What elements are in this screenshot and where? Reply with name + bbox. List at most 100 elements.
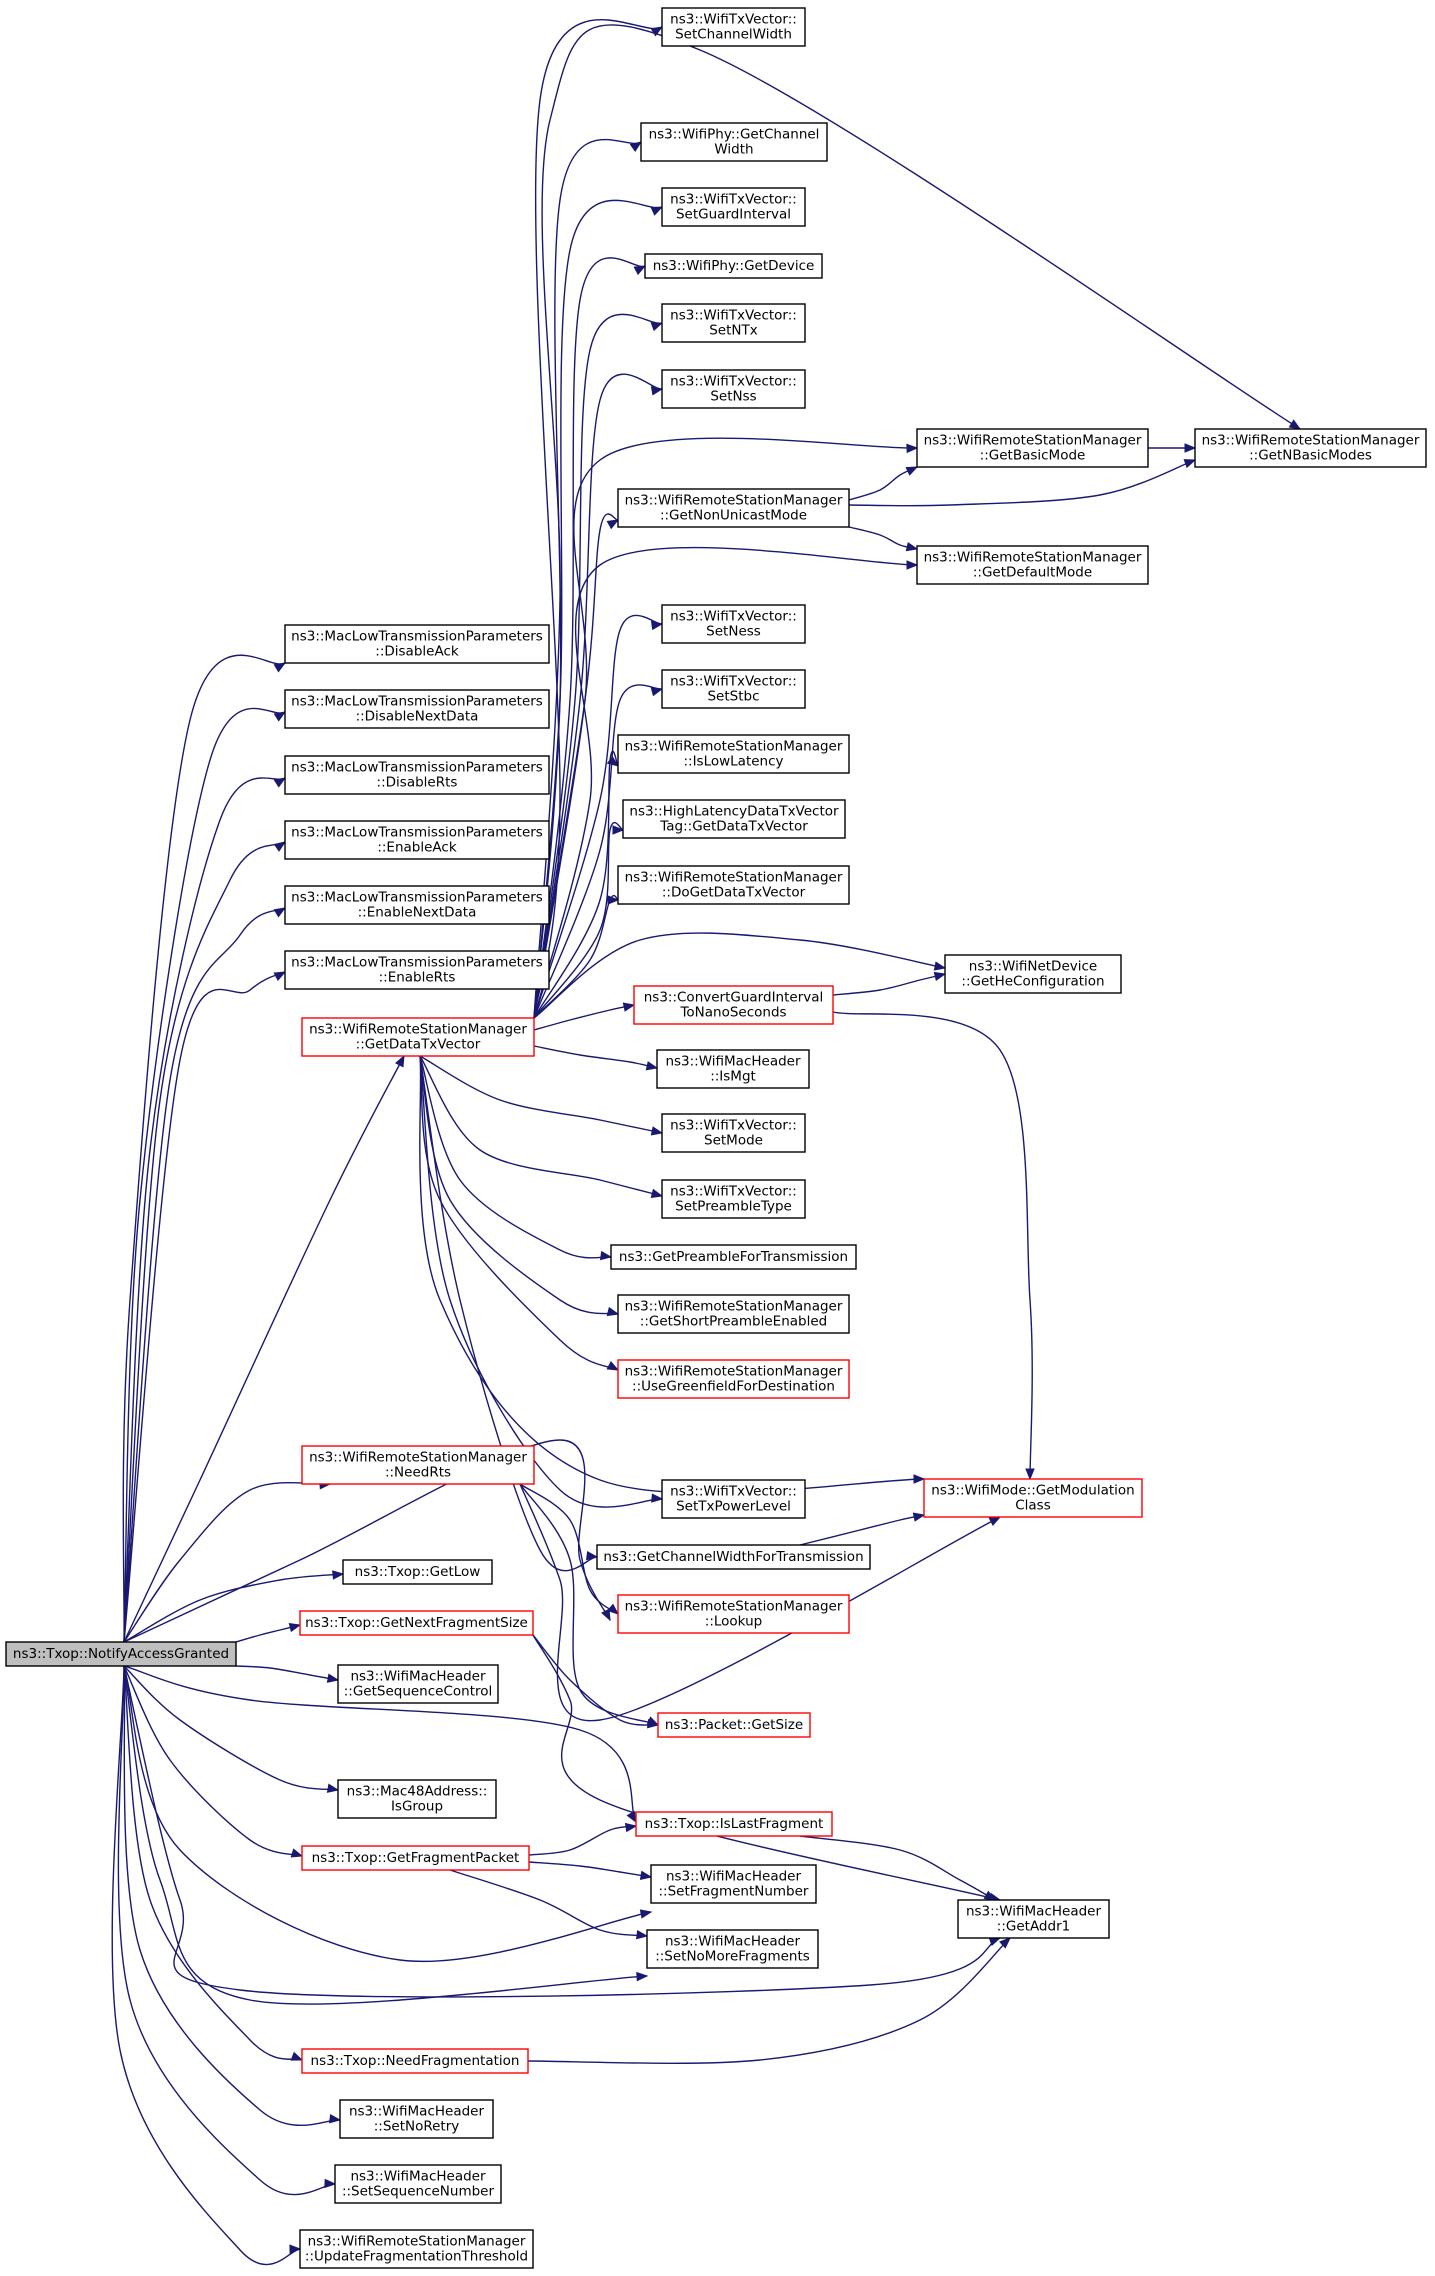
node-setchannelwidth[interactable]: ns3::WifiTxVector::SetChannelWidth <box>661 7 806 47</box>
node-box[interactable] <box>661 187 806 227</box>
node-box[interactable] <box>284 755 550 795</box>
node-setnoretry[interactable]: ns3::WifiMacHeader::SetNoRetry <box>339 2099 494 2139</box>
node-box[interactable] <box>301 1445 535 1485</box>
node-isgroup[interactable]: ns3::Mac48Address::IsGroup <box>337 1779 497 1819</box>
node-dogetdatatxvector[interactable]: ns3::WifiRemoteStationManager::DoGetData… <box>617 865 850 905</box>
node-box[interactable] <box>617 1359 850 1399</box>
node-setntx[interactable]: ns3::WifiTxVector::SetNTx <box>661 303 806 343</box>
node-box[interactable] <box>617 1594 850 1634</box>
node-box[interactable] <box>1194 428 1427 468</box>
node-box[interactable] <box>299 1610 534 1636</box>
node-box[interactable] <box>661 1479 806 1519</box>
node-box[interactable] <box>661 303 806 343</box>
node-box[interactable] <box>284 820 550 860</box>
node-box[interactable] <box>334 2164 502 2204</box>
node-box[interactable] <box>661 1113 806 1153</box>
node-enablerts[interactable]: ns3::MacLowTransmissionParameters::Enabl… <box>284 950 550 990</box>
node-box[interactable] <box>661 1179 806 1219</box>
node-box[interactable] <box>610 1244 857 1270</box>
node-getchannelwidth[interactable]: ns3::WifiPhy::GetChannelWidth <box>640 122 828 162</box>
node-setfragnum[interactable]: ns3::WifiMacHeader::SetFragmentNumber <box>650 1864 817 1904</box>
node-box[interactable] <box>646 1929 819 1969</box>
node-box[interactable] <box>284 885 550 925</box>
node-box[interactable] <box>301 1845 530 1871</box>
node-box[interactable] <box>617 1294 850 1334</box>
node-getnextfragsize[interactable]: ns3::Txop::GetNextFragmentSize <box>299 1610 534 1636</box>
node-box[interactable] <box>617 865 850 905</box>
node-disablerts[interactable]: ns3::MacLowTransmissionParameters::Disab… <box>284 755 550 795</box>
node-getfragpacket[interactable]: ns3::Txop::GetFragmentPacket <box>301 1845 530 1871</box>
node-box[interactable] <box>301 1017 535 1057</box>
node-box[interactable] <box>301 2048 529 2074</box>
node-box[interactable] <box>944 954 1122 994</box>
node-box[interactable] <box>657 1712 811 1738</box>
node-getdatatxvector[interactable]: ns3::WifiRemoteStationManager::GetDataTx… <box>301 1017 535 1057</box>
node-setpreambletype[interactable]: ns3::WifiTxVector::SetPreambleType <box>661 1179 806 1219</box>
node-usegreenfield[interactable]: ns3::WifiRemoteStationManager::UseGreenf… <box>617 1359 850 1399</box>
node-updatefragthr[interactable]: ns3::WifiRemoteStationManager::UpdateFra… <box>299 2229 534 2269</box>
node-enableack[interactable]: ns3::MacLowTransmissionParameters::Enabl… <box>284 820 550 860</box>
node-setness[interactable]: ns3::WifiTxVector::SetNess <box>661 604 806 644</box>
node-settxpowerlevel[interactable]: ns3::WifiTxVector::SetTxPowerLevel <box>661 1479 806 1519</box>
node-box[interactable] <box>617 734 850 774</box>
node-needfrag[interactable]: ns3::Txop::NeedFragmentation <box>301 2048 529 2074</box>
node-getchwidthfortx[interactable]: ns3::GetChannelWidthForTransmission <box>596 1544 871 1570</box>
node-box[interactable] <box>957 1899 1110 1939</box>
node-ismgt[interactable]: ns3::WifiMacHeader::IsMgt <box>656 1049 810 1089</box>
node-islowlatency[interactable]: ns3::WifiRemoteStationManager::IsLowLate… <box>617 734 850 774</box>
node-needrts[interactable]: ns3::WifiRemoteStationManager::NeedRts <box>301 1445 535 1485</box>
node-getnbasicmodes[interactable]: ns3::WifiRemoteStationManager::GetNBasic… <box>1194 428 1427 468</box>
node-setseqnum[interactable]: ns3::WifiMacHeader::SetSequenceNumber <box>334 2164 502 2204</box>
node-box[interactable] <box>299 2229 534 2269</box>
node-box[interactable] <box>916 545 1149 585</box>
node-setnss[interactable]: ns3::WifiTxVector::SetNss <box>661 369 806 409</box>
node-box[interactable] <box>284 689 550 729</box>
node-box[interactable] <box>661 604 806 644</box>
node-getpreamblefortx[interactable]: ns3::GetPreambleForTransmission <box>610 1244 857 1270</box>
node-box[interactable] <box>656 1049 810 1089</box>
node-box[interactable] <box>661 7 806 47</box>
node-highlatency[interactable]: ns3::HighLatencyDataTxVectorTag::GetData… <box>622 799 846 839</box>
node-box[interactable] <box>342 1559 493 1585</box>
node-islastfragment[interactable]: ns3::Txop::IsLastFragment <box>635 1811 833 1837</box>
node-box[interactable] <box>923 1478 1143 1518</box>
node-box[interactable] <box>661 369 806 409</box>
node-getlow[interactable]: ns3::Txop::GetLow <box>342 1559 493 1585</box>
node-box[interactable] <box>644 253 823 279</box>
node-getdevice[interactable]: ns3::WifiPhy::GetDevice <box>644 253 823 279</box>
node-disableack[interactable]: ns3::MacLowTransmissionParameters::Disab… <box>284 624 550 664</box>
node-setguardinterval[interactable]: ns3::WifiTxVector::SetGuardInterval <box>661 187 806 227</box>
node-box[interactable] <box>661 669 806 709</box>
node-setstbc[interactable]: ns3::WifiTxVector::SetStbc <box>661 669 806 709</box>
node-getseqcontrol[interactable]: ns3::WifiMacHeader::GetSequenceControl <box>337 1664 499 1704</box>
node-box[interactable] <box>633 985 834 1025</box>
node-box[interactable] <box>5 1641 237 1667</box>
node-box[interactable] <box>622 799 846 839</box>
node-root[interactable]: ns3::Txop::NotifyAccessGranted <box>5 1641 237 1667</box>
node-disablenextdata[interactable]: ns3::MacLowTransmissionParameters::Disab… <box>284 689 550 729</box>
node-getsize[interactable]: ns3::Packet::GetSize <box>657 1712 811 1738</box>
node-getdefaultmode[interactable]: ns3::WifiRemoteStationManager::GetDefaul… <box>916 545 1149 585</box>
node-box[interactable] <box>284 950 550 990</box>
node-getnonunicastmode[interactable]: ns3::WifiRemoteStationManager::GetNonUni… <box>617 488 850 528</box>
node-getbasicmode[interactable]: ns3::WifiRemoteStationManager::GetBasicM… <box>916 428 1149 468</box>
node-box[interactable] <box>337 1664 499 1704</box>
node-box[interactable] <box>337 1779 497 1819</box>
node-gethecfg[interactable]: ns3::WifiNetDevice::GetHeConfiguration <box>944 954 1122 994</box>
node-box[interactable] <box>635 1811 833 1837</box>
node-getaddr1[interactable]: ns3::WifiMacHeader::GetAddr1 <box>957 1899 1110 1939</box>
node-setnomorefrags[interactable]: ns3::WifiMacHeader::SetNoMoreFragments <box>646 1929 819 1969</box>
node-box[interactable] <box>617 488 850 528</box>
node-box[interactable] <box>284 624 550 664</box>
node-box[interactable] <box>596 1544 871 1570</box>
node-enablenextdata[interactable]: ns3::MacLowTransmissionParameters::Enabl… <box>284 885 550 925</box>
node-box[interactable] <box>339 2099 494 2139</box>
node-box[interactable] <box>916 428 1149 468</box>
node-box[interactable] <box>650 1864 817 1904</box>
node-setmode[interactable]: ns3::WifiTxVector::SetMode <box>661 1113 806 1153</box>
node-getshortpreamble[interactable]: ns3::WifiRemoteStationManager::GetShortP… <box>617 1294 850 1334</box>
node-lookup[interactable]: ns3::WifiRemoteStationManager::Lookup <box>617 1594 850 1634</box>
node-box[interactable] <box>640 122 828 162</box>
